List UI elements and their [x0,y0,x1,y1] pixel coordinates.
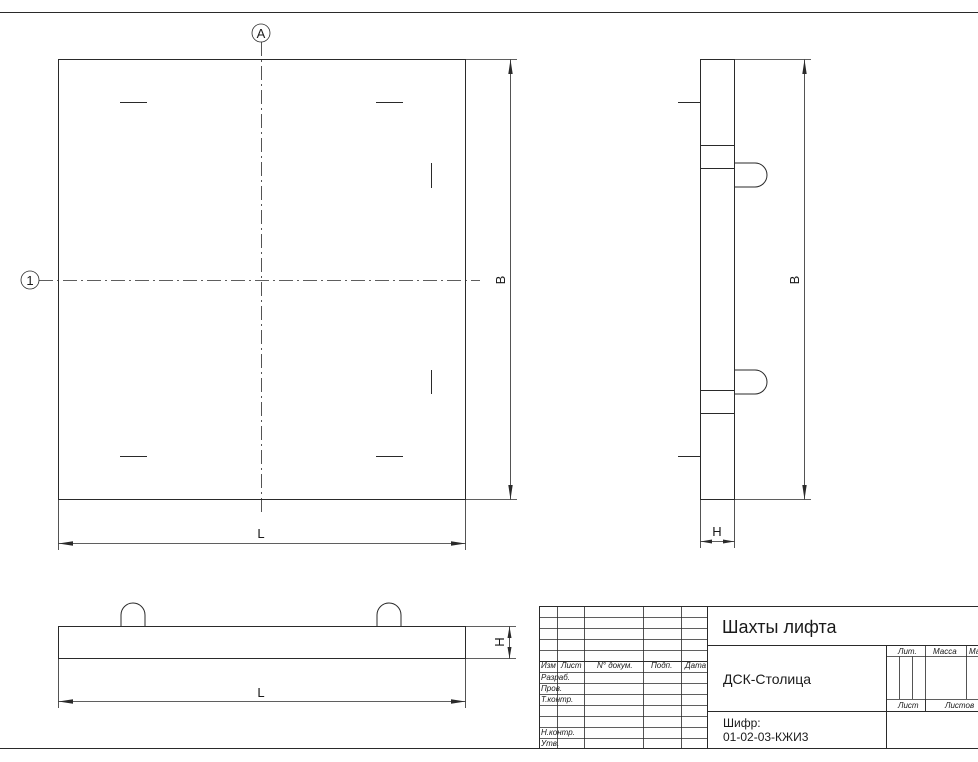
column-sign: Подп. [651,661,672,670]
dimension-h-side: H [700,500,735,548]
front-view: H L [58,602,516,708]
role-nkontr: Н.контр. [541,728,575,737]
dimension-l-label-plan: L [257,526,264,541]
role-razrab: Разраб. [541,673,570,682]
role-prov: Пров. [541,684,562,693]
column-doc-no: N° докум. [597,661,633,670]
header-massa: Масса [933,647,957,656]
header-masshtab: Ма [969,647,978,656]
column-list: Лист [560,661,582,670]
axis-a: A [251,23,271,515]
dimension-l-label-front: L [257,685,264,700]
slab-outline-plan [58,59,466,500]
axis-a-label: A [257,26,266,41]
cipher-label: Шифр: [723,716,761,730]
dimension-l-plan: L [58,500,466,550]
loop-marks [120,102,432,457]
dimension-b-side: B [735,59,811,500]
sheet-frame [0,12,978,749]
lifting-loop-lower-side [734,369,768,395]
lifting-loop-left-front [120,602,146,627]
header-sheets: Листов [944,701,974,710]
dimension-l-front: L [58,659,466,708]
dimension-h-front: H [466,626,516,659]
title-block: Изм Лист N° докум. Подп. Дата Разраб. Пр… [539,606,978,748]
lifting-loop-upper-side [734,162,768,188]
side-view: B H [678,59,811,548]
dimension-b-label-plan: B [493,276,508,285]
header-sheet: Лист [897,701,919,710]
role-utv: Утв. [540,739,559,748]
header-lit: Лит. [897,647,917,656]
axis-1-label: 1 [26,273,33,288]
column-date: Дата [684,661,707,670]
dimension-b-label-side: B [787,276,802,285]
organization-name: ДСК-Столица [723,671,811,687]
slab-outline-front [58,626,466,659]
dimension-h-label-front: H [492,637,507,646]
cipher-value: 01-02-03-КЖИ3 [723,730,809,744]
column-izm: Изм [541,661,556,670]
project-title: Шахты лифта [722,617,838,637]
slab-outline-side [700,59,735,500]
dimension-b-plan: B [466,59,517,500]
lifting-loop-right-front [376,602,402,627]
plan-view: A 1 B L [20,23,517,550]
dimension-h-label-side: H [712,524,721,539]
axis-1: 1 [20,270,480,290]
role-tkontr: Т.контр. [541,695,573,704]
